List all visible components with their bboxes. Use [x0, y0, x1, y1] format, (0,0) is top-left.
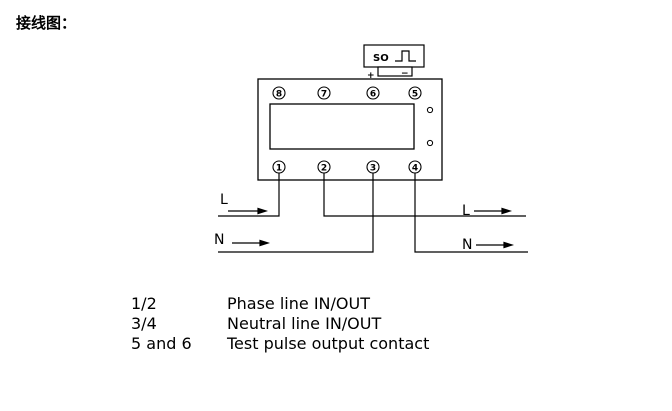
terminal-6: 6	[366, 86, 380, 100]
so-minus-label: −	[401, 69, 409, 79]
legend-description: Phase line IN/OUT	[227, 294, 370, 313]
svg-text:8: 8	[276, 90, 282, 100]
arrow-icon	[501, 207, 513, 215]
legend-terminals: 1/2	[131, 294, 157, 313]
arrow-icon	[257, 207, 269, 215]
legend-row: 1/2 Phase line IN/OUT	[131, 294, 551, 314]
meter-display	[269, 103, 415, 150]
wires	[218, 173, 528, 253]
svg-text:3: 3	[370, 164, 376, 174]
legend-terminals: 5 and 6	[131, 334, 192, 353]
indicator-led	[426, 139, 434, 147]
svg-text:6: 6	[370, 90, 376, 100]
legend-description: Neutral line IN/OUT	[227, 314, 382, 333]
wire-neutral-out	[414, 173, 528, 253]
indicator-led	[426, 106, 434, 114]
arrows	[228, 207, 515, 249]
terminal-7: 7	[317, 86, 331, 100]
pulse-icon	[395, 50, 416, 62]
legend-terminals: 3/4	[131, 314, 157, 333]
svg-text:7: 7	[321, 90, 327, 100]
svg-text:5: 5	[412, 90, 418, 100]
so-plus-label: +	[367, 71, 375, 81]
terminal-5: 5	[408, 86, 422, 100]
page-title: 接线图：	[16, 14, 77, 32]
label-out-L: L	[462, 203, 470, 219]
so-label: SO	[373, 53, 389, 64]
legend-description: Test pulse output contact	[227, 334, 430, 353]
label-in-N: N	[214, 232, 224, 248]
label-out-N: N	[462, 237, 472, 253]
svg-text:2: 2	[321, 164, 327, 174]
legend-row: 3/4 Neutral line IN/OUT	[131, 314, 551, 334]
svg-text:4: 4	[412, 164, 418, 174]
arrow-icon	[503, 241, 515, 249]
terminal-8: 8	[272, 86, 286, 100]
terminal-3: 3	[366, 160, 380, 174]
arrow-icon	[259, 239, 271, 247]
label-in-L: L	[220, 192, 228, 208]
terminal-1: 1	[272, 160, 286, 174]
legend-row: 5 and 6 Test pulse output contact	[131, 334, 551, 354]
wire-phase-in	[218, 173, 280, 217]
so-module: SO + −	[363, 44, 425, 81]
terminal-4: 4	[408, 160, 422, 174]
wire-phase-out	[323, 173, 526, 217]
svg-text:1: 1	[276, 164, 282, 174]
terminal-2: 2	[317, 160, 331, 174]
wire-neutral-in	[218, 173, 374, 253]
